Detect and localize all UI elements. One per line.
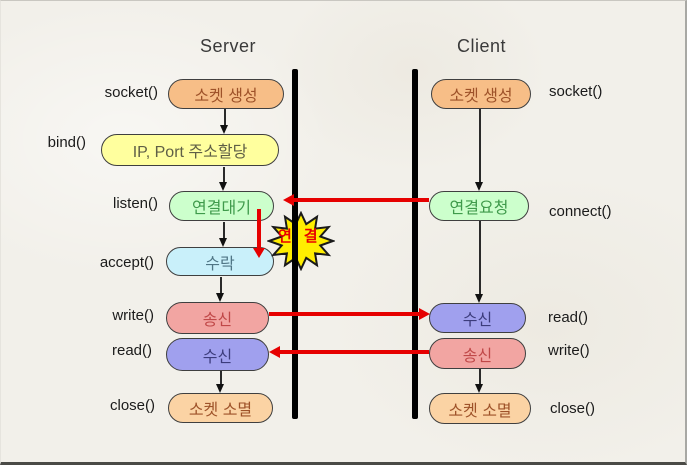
- client-flow-arrowhead: [475, 384, 483, 393]
- client-box-send: 송신: [429, 338, 526, 369]
- server-flow-arrow-line: [223, 167, 225, 183]
- client-box-socket-destroy: 소켓 소멸: [429, 393, 531, 424]
- connection-burst-label: 연결: [278, 228, 330, 245]
- client-send-arrow-line: [280, 350, 429, 354]
- accept-arrow-line: [257, 209, 261, 249]
- server-boundary-bar: [292, 69, 298, 419]
- server-flow-arrowhead: [219, 182, 227, 191]
- server-box-send: 송신: [166, 302, 269, 334]
- client-box-connect-request: 연결요청: [429, 191, 529, 221]
- client-api-socket: socket(): [549, 83, 603, 100]
- server-flow-arrowhead: [219, 238, 227, 247]
- server-flow-arrow-line: [223, 222, 225, 239]
- server-box-listen-wait: 연결대기: [169, 191, 274, 221]
- server-api-read: read(): [111, 342, 152, 359]
- accept-arrowhead: [253, 248, 265, 258]
- server-box-socket-create: 소켓 생성: [168, 79, 284, 109]
- server-flow-arrow-line: [220, 277, 222, 294]
- server-send-arrowhead: [419, 308, 430, 320]
- client-flow-arrowhead: [475, 182, 483, 191]
- server-flow-arrowhead: [220, 125, 228, 134]
- client-send-arrowhead: [269, 346, 280, 358]
- client-boundary-bar: [412, 69, 418, 419]
- server-api-socket: socket(): [104, 84, 158, 101]
- client-box-receive: 수신: [429, 303, 526, 333]
- client-flow-arrowhead: [475, 294, 483, 303]
- connection-starburst: [267, 211, 335, 271]
- server-api-accept: accept(): [99, 254, 154, 271]
- server-flow-arrowhead: [216, 384, 224, 393]
- client-api-close: close(): [550, 400, 596, 417]
- server-flow-arrow-line: [224, 109, 226, 126]
- connect-arrowhead: [283, 194, 294, 206]
- server-box-bind-address: IP, Port 주소할당: [101, 134, 279, 166]
- client-flow-arrow-line: [479, 109, 481, 183]
- client-api-read: read(): [548, 309, 589, 326]
- client-flow-arrow-line: [479, 221, 481, 295]
- server-box-receive: 수신: [166, 338, 269, 371]
- client-api-connect: connect(): [549, 203, 612, 220]
- server-api-write: write(): [112, 307, 154, 324]
- server-box-socket-destroy: 소켓 소멸: [168, 393, 273, 423]
- client-box-socket-create: 소켓 생성: [431, 79, 531, 109]
- server-api-bind: bind(): [47, 134, 86, 151]
- server-api-listen: listen(): [112, 195, 158, 212]
- server-api-close: close(): [109, 397, 155, 414]
- server-flow-arrow-line: [220, 371, 222, 385]
- client-flow-arrow-line: [479, 369, 481, 385]
- client-column-title: Client: [456, 36, 507, 56]
- connect-arrow-line: [294, 198, 429, 202]
- server-flow-arrowhead: [216, 293, 224, 302]
- client-api-write: write(): [548, 342, 590, 359]
- server-column-title: Server: [199, 36, 256, 56]
- server-send-arrow-line: [269, 312, 419, 316]
